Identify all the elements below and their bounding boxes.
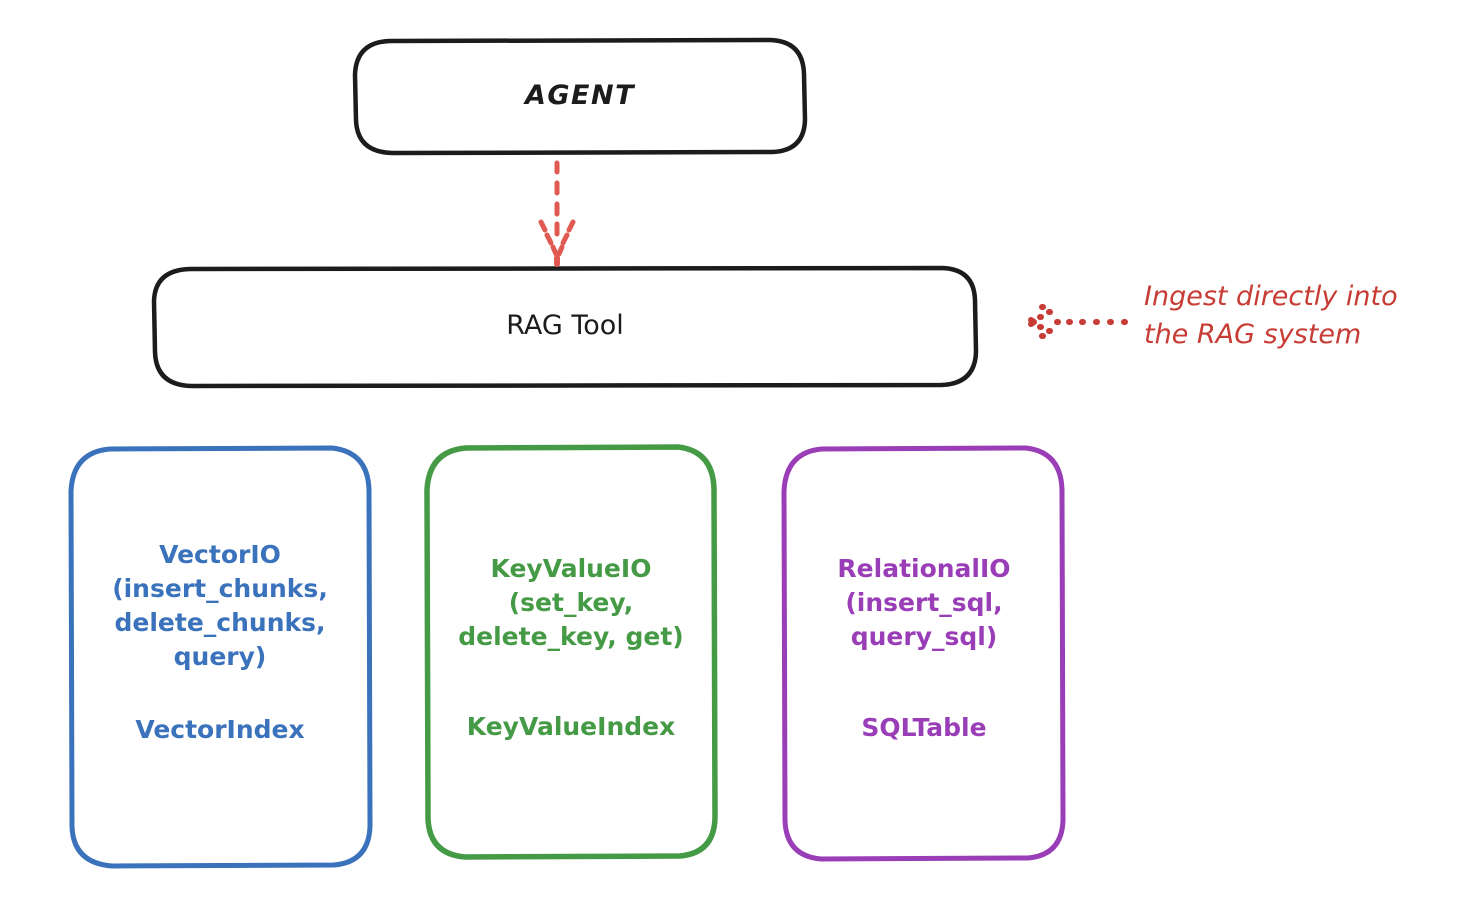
- key-value-io-index-label: KeyValueIndex: [466, 712, 676, 741]
- vector-io-box[interactable]: [68, 445, 373, 869]
- relational-io-index-label: SQLTable: [861, 713, 987, 742]
- agent-box[interactable]: [352, 37, 808, 156]
- vector-io-index-label: VectorIndex: [135, 715, 305, 744]
- relational-io-box[interactable]: [781, 445, 1066, 862]
- vector-io-api-label: VectorIO (insert_chunks, delete_chunks, …: [112, 540, 328, 671]
- rag-tool-box[interactable]: [151, 265, 979, 389]
- key-value-io-api-label: KeyValueIO (set_key, delete_key, get): [458, 554, 684, 651]
- key-value-io-box[interactable]: [424, 444, 718, 860]
- relational-io-api-label: RelationalIO (insert_sql, query_sql): [837, 554, 1011, 651]
- ingest-annotation-arrow: [1028, 304, 1128, 339]
- ingest-annotation-label: Ingest directly into the RAG system: [1144, 281, 1398, 351]
- agent-to-rag-arrow: [538, 160, 576, 267]
